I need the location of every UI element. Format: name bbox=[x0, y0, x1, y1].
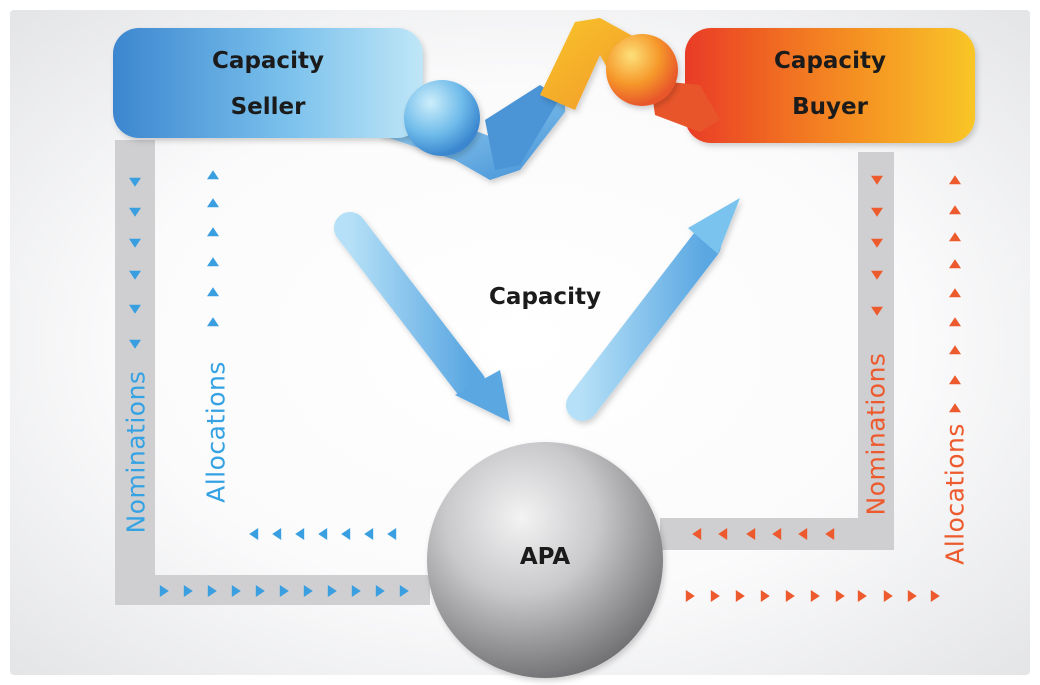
buyer-allocation-marker bbox=[785, 590, 795, 602]
seller-label-line2: Seller bbox=[230, 94, 306, 120]
buyer-allocation-marker bbox=[810, 590, 820, 602]
capacity-arrow-down bbox=[334, 212, 510, 422]
buyer-allocation-marker bbox=[710, 590, 720, 602]
buyer-nomination-marker bbox=[825, 528, 835, 540]
buyer-allocation-marker bbox=[883, 590, 893, 602]
buyer-nomination-marker bbox=[871, 175, 883, 185]
seller-allocation-marker bbox=[207, 227, 219, 237]
seller-label-line1: Capacity bbox=[212, 48, 324, 74]
seller-allocation-marker bbox=[387, 528, 397, 540]
seller-nomination-marker bbox=[399, 585, 409, 597]
seller-allocation-marker bbox=[207, 317, 219, 327]
buyer-allocation-marker bbox=[835, 590, 845, 602]
buyer-nomination-marker bbox=[871, 306, 883, 316]
buyer-allocation-marker bbox=[949, 288, 961, 298]
seller-nomination-marker bbox=[327, 585, 337, 597]
buyer-allocation-marker bbox=[949, 345, 961, 355]
seller-nomination-marker bbox=[159, 585, 169, 597]
seller-allocation-marker bbox=[364, 528, 374, 540]
seller-nomination-marker bbox=[183, 585, 193, 597]
buyer-nomination-marker bbox=[871, 207, 883, 217]
seller-nomination-marker bbox=[231, 585, 241, 597]
buyer-nomination-marker bbox=[718, 528, 728, 540]
buyer-allocation-marker bbox=[685, 590, 695, 602]
seller-allocation-marker bbox=[207, 170, 219, 180]
seller-joint-ball bbox=[404, 80, 480, 156]
capacity-arrow-up bbox=[566, 198, 740, 421]
seller-nomination-marker bbox=[207, 585, 217, 597]
seller-allocation-marker bbox=[272, 528, 282, 540]
buyer-allocation-marker bbox=[735, 590, 745, 602]
seller-nomination-marker bbox=[351, 585, 361, 597]
seller-nomination-marker bbox=[129, 304, 141, 314]
buyer-allocation-marker bbox=[907, 590, 917, 602]
seller-allocation-marker bbox=[249, 528, 259, 540]
buyer-allocation-marker bbox=[949, 205, 961, 215]
seller-allocation-marker bbox=[318, 528, 328, 540]
seller-nomination-marker bbox=[129, 270, 141, 280]
seller-allocation-marker bbox=[207, 257, 219, 267]
buyer-label-line2: Buyer bbox=[792, 94, 868, 120]
seller-nominations-label: Nominations bbox=[121, 370, 151, 534]
apa-sphere bbox=[427, 442, 663, 678]
buyer-allocation-marker bbox=[949, 375, 961, 385]
buyer-nomination-marker bbox=[871, 270, 883, 280]
buyer-allocation-marker bbox=[930, 590, 940, 602]
seller-nomination-marker bbox=[129, 207, 141, 217]
seller-allocation-marker bbox=[207, 287, 219, 297]
buyer-joint-ball bbox=[606, 34, 678, 106]
buyer-box bbox=[685, 28, 975, 143]
diagram-background bbox=[10, 10, 1030, 675]
buyer-allocations-label: Allocations bbox=[940, 423, 970, 565]
buyer-allocation-marker bbox=[949, 317, 961, 327]
seller-allocation-marker bbox=[295, 528, 305, 540]
buyer-label-line1: Capacity bbox=[774, 48, 886, 74]
buyer-allocation-marker bbox=[857, 590, 867, 602]
buyer-nomination-marker bbox=[798, 528, 808, 540]
buyer-allocation-marker bbox=[949, 403, 961, 413]
apa-label: APA bbox=[519, 544, 571, 570]
buyer-nomination-marker bbox=[692, 528, 702, 540]
seller-nomination-marker bbox=[303, 585, 313, 597]
seller-nomination-marker bbox=[129, 238, 141, 248]
buyer-nomination-marker bbox=[772, 528, 782, 540]
seller-nomination-marker bbox=[255, 585, 265, 597]
buyer-nomination-marker bbox=[871, 238, 883, 248]
buyer-allocation-marker bbox=[949, 259, 961, 269]
seller-nomination-marker bbox=[129, 177, 141, 187]
buyer-nomination-marker bbox=[746, 528, 756, 540]
buyer-allocation-marker bbox=[949, 175, 961, 185]
seller-nomination-marker bbox=[279, 585, 289, 597]
seller-nomination-marker bbox=[375, 585, 385, 597]
seller-allocations-label: Allocations bbox=[201, 361, 231, 503]
seller-allocation-marker bbox=[341, 528, 351, 540]
buyer-nominations-label: Nominations bbox=[861, 352, 891, 516]
flow-markers bbox=[129, 170, 961, 602]
capacity-label: Capacity bbox=[489, 284, 601, 310]
buyer-allocation-marker bbox=[760, 590, 770, 602]
seller-allocation-marker bbox=[207, 198, 219, 208]
seller-box bbox=[113, 28, 423, 138]
buyer-allocation-marker bbox=[949, 232, 961, 242]
seller-nomination-marker bbox=[129, 339, 141, 349]
